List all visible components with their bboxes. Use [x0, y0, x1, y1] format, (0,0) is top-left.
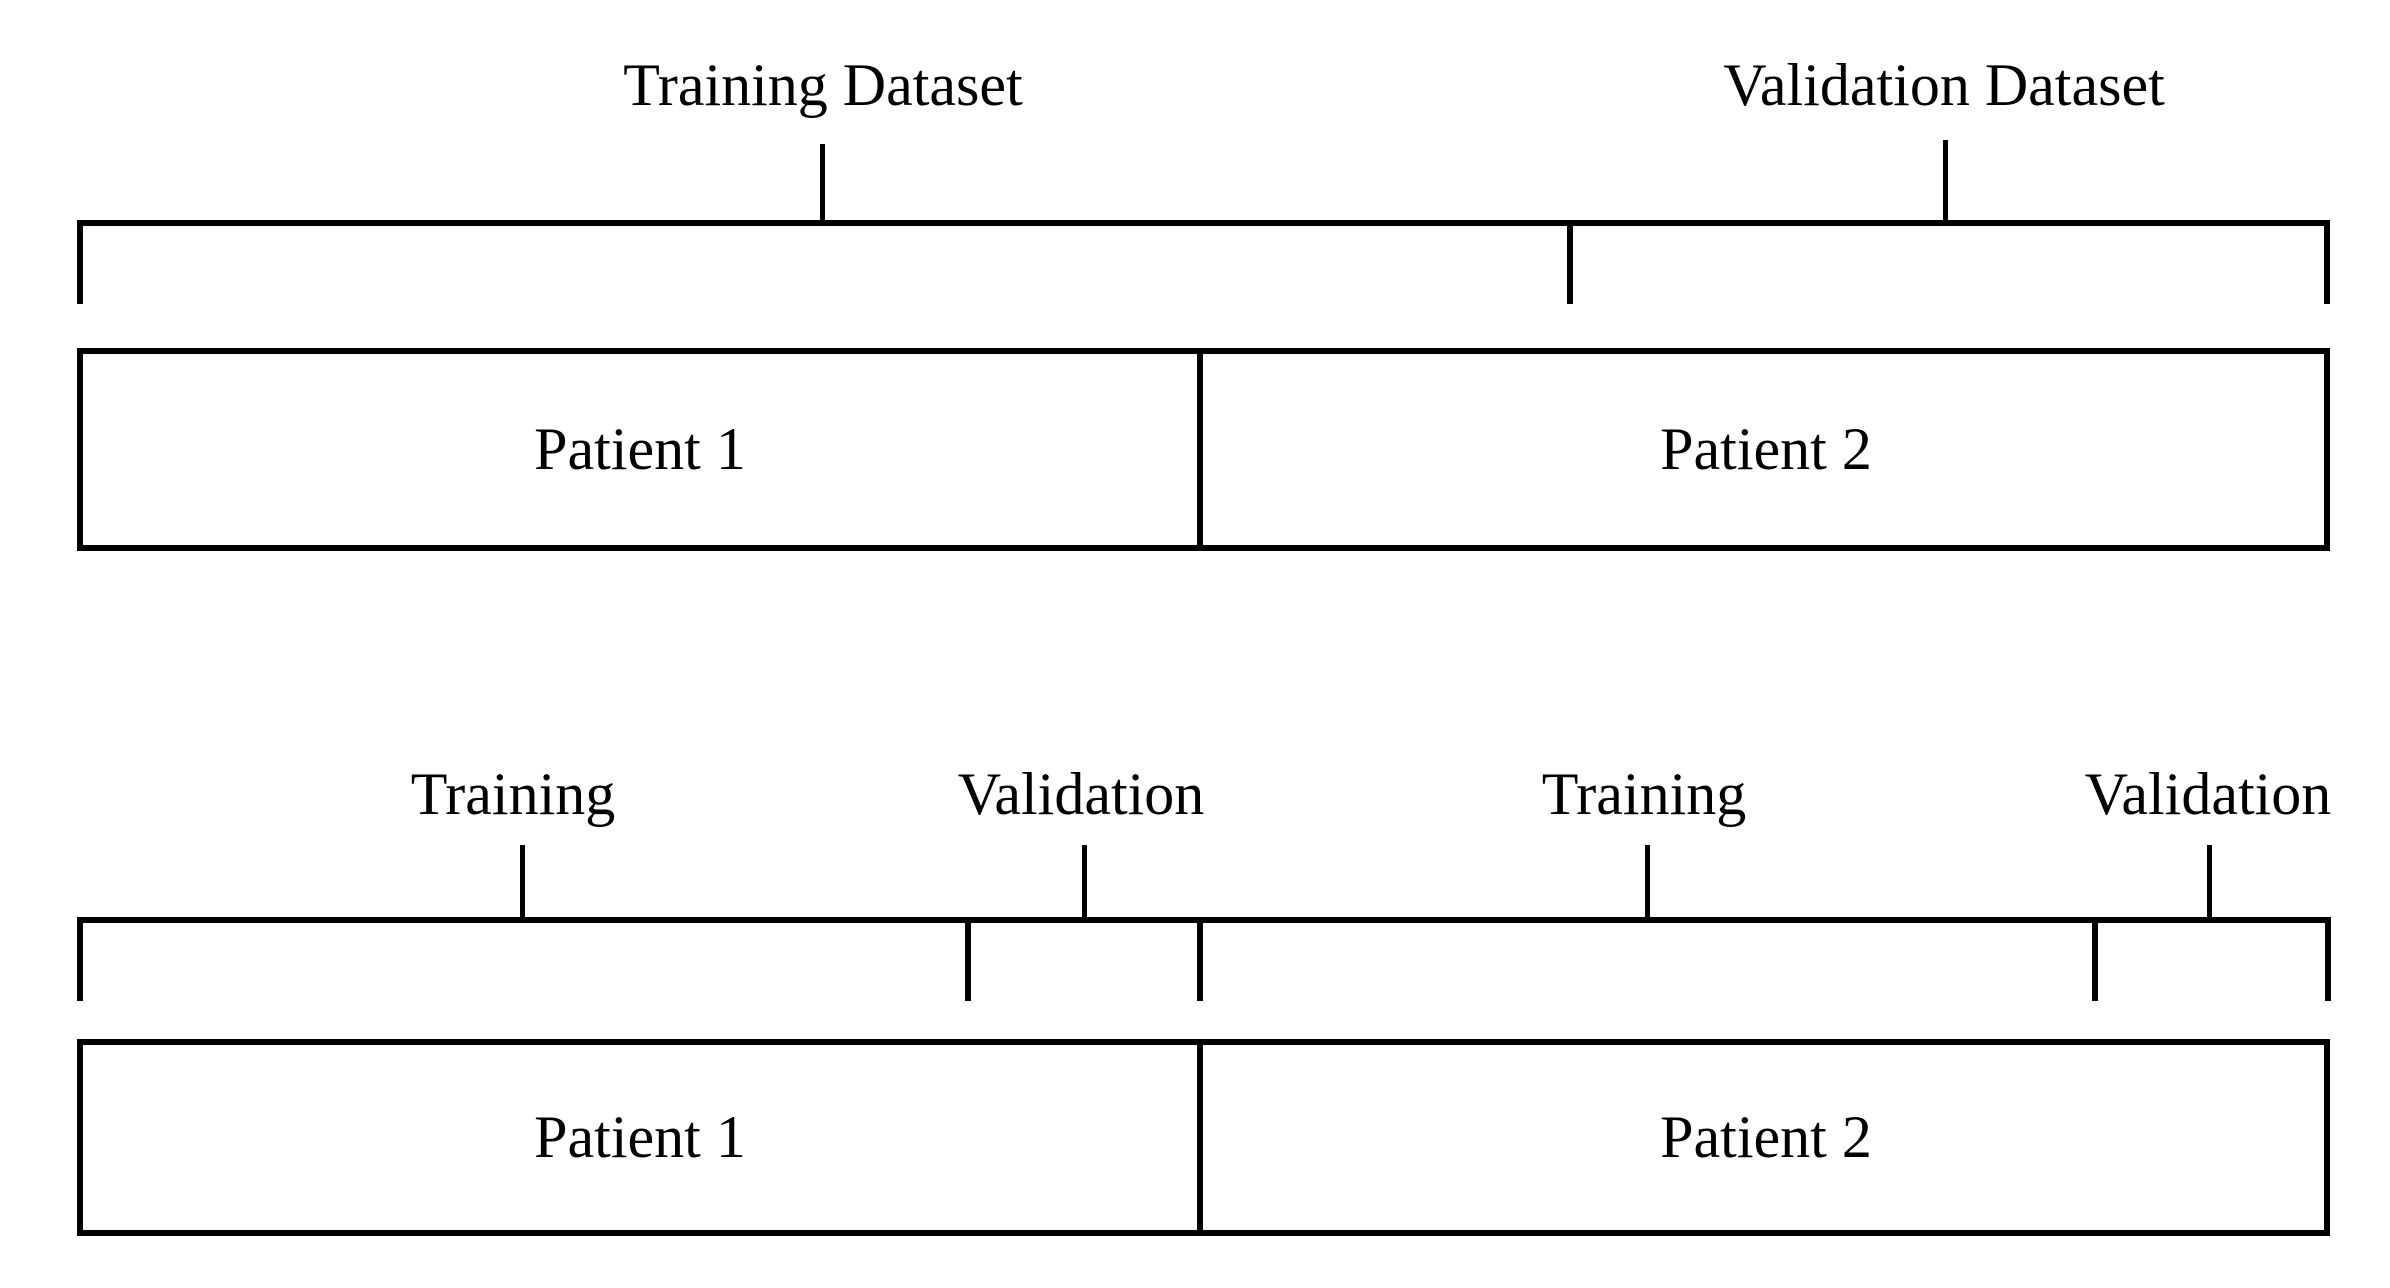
bottom-validation2-label-tick — [2207, 845, 2212, 920]
top-bracket-left-end-tick — [77, 220, 83, 304]
top-training-label-tick — [820, 144, 825, 222]
bottom-training1-label: Training — [410, 761, 616, 827]
bottom-validation1-label: Validation — [957, 761, 1205, 827]
bottom-training2-label-tick — [1645, 845, 1650, 920]
bottom-patient-box — [77, 1039, 2330, 1236]
bottom-bracket-left-end-tick — [77, 917, 83, 1001]
top-patient2-label: Patient 2 — [1660, 416, 1872, 482]
top-training-dataset-label: Training Dataset — [623, 52, 1023, 118]
bottom-training1-label-tick — [520, 845, 525, 920]
bottom-validation1-label-tick — [1082, 845, 1087, 920]
bottom-bracket-line — [77, 917, 2331, 923]
top-validation-label-tick — [1943, 140, 1948, 222]
bottom-patient1-label: Patient 1 — [534, 1104, 746, 1170]
bottom-validation2-label: Validation — [2084, 761, 2332, 827]
bottom-bracket-split-tick-3 — [2092, 917, 2098, 1001]
top-bracket-split-tick — [1567, 220, 1573, 304]
top-validation-dataset-label: Validation Dataset — [1723, 52, 2165, 118]
bottom-bracket-right-end-tick — [2325, 917, 2331, 1001]
bottom-bracket-split-tick-1 — [965, 917, 971, 1001]
top-patient-box — [77, 348, 2330, 551]
bottom-training2-label: Training — [1541, 761, 1747, 827]
bottom-patient2-label: Patient 2 — [1660, 1104, 1872, 1170]
top-patient-divider — [1197, 348, 1203, 551]
top-bracket-right-end-tick — [2324, 220, 2330, 304]
top-bracket-line — [77, 220, 2330, 226]
bottom-bracket-split-tick-2 — [1197, 917, 1203, 1001]
bottom-patient-divider — [1197, 1039, 1203, 1236]
top-patient1-label: Patient 1 — [534, 416, 746, 482]
